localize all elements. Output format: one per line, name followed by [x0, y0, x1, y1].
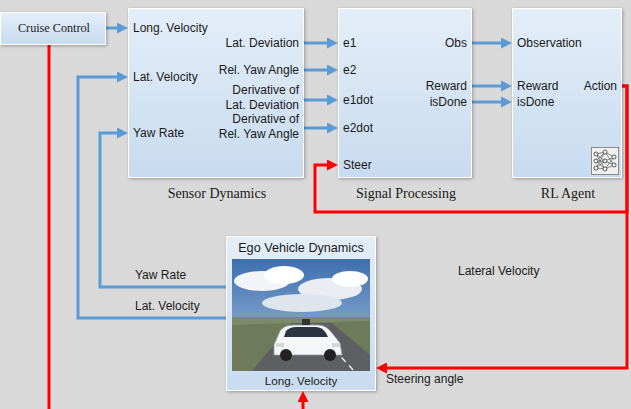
signal-arrow [304, 99, 330, 102]
port-label: Derivative of Lat. Deviation [211, 83, 299, 113]
agent-block: RL AgentObservationRewardisDoneAction [512, 8, 622, 178]
source-block: Cruise Control [0, 12, 106, 45]
port-label: Long. Velocity [227, 373, 375, 388]
port-label: e2dot [343, 121, 373, 136]
signal-label: Lateral Velocity [458, 264, 539, 279]
block-caption: Signal Processing [339, 186, 473, 201]
port-label: Rel. Yaw Angle [219, 63, 299, 78]
port-label: isDone [517, 95, 554, 110]
port-label: Obs [445, 36, 467, 51]
port-label: Long. Velocity [133, 21, 208, 36]
subsystem-block: Signal Processinge1e2e1dote2dotSteerObsR… [338, 8, 472, 178]
signal-arrow [304, 42, 330, 45]
signal-arrow [304, 127, 330, 130]
vehicle-photo [232, 259, 370, 371]
subsystem-block: Sensor DynamicsLong. VelocityLat. Veloci… [128, 8, 304, 178]
port-label: Reward [426, 79, 467, 94]
port-label: Reward [517, 79, 558, 94]
port-label: Lat. Deviation [226, 36, 299, 51]
port-label: Yaw Rate [133, 126, 184, 141]
port-label: e1 [343, 36, 356, 51]
port-label: isDone [430, 95, 467, 110]
block-name: Cruise Control [1, 21, 107, 36]
plant-block: Ego Vehicle DynamicsLong. Velocity [226, 236, 376, 391]
signal-arrow [304, 69, 330, 72]
port-label: e2 [343, 63, 356, 78]
neural-network-icon [591, 147, 619, 175]
signal-label: Yaw Rate [135, 268, 186, 283]
signal-arrow [472, 101, 504, 104]
block-caption: Sensor Dynamics [129, 186, 305, 201]
port-label: Derivative of Rel. Yaw Angle [211, 112, 299, 142]
block-title: Ego Vehicle Dynamics [227, 241, 375, 256]
signal-label: Lat. Velocity [135, 299, 200, 314]
signal-arrow [106, 27, 120, 30]
port-label: Lat. Velocity [133, 70, 198, 85]
port-label: Action [584, 79, 617, 94]
port-label: e1dot [343, 93, 373, 108]
block-caption: RL Agent [513, 186, 623, 201]
signal-arrow [472, 42, 504, 45]
signal-arrow [472, 85, 504, 88]
signal-label: Steering angle [386, 372, 463, 387]
port-label: Observation [517, 36, 582, 51]
port-label: Steer [343, 158, 372, 173]
